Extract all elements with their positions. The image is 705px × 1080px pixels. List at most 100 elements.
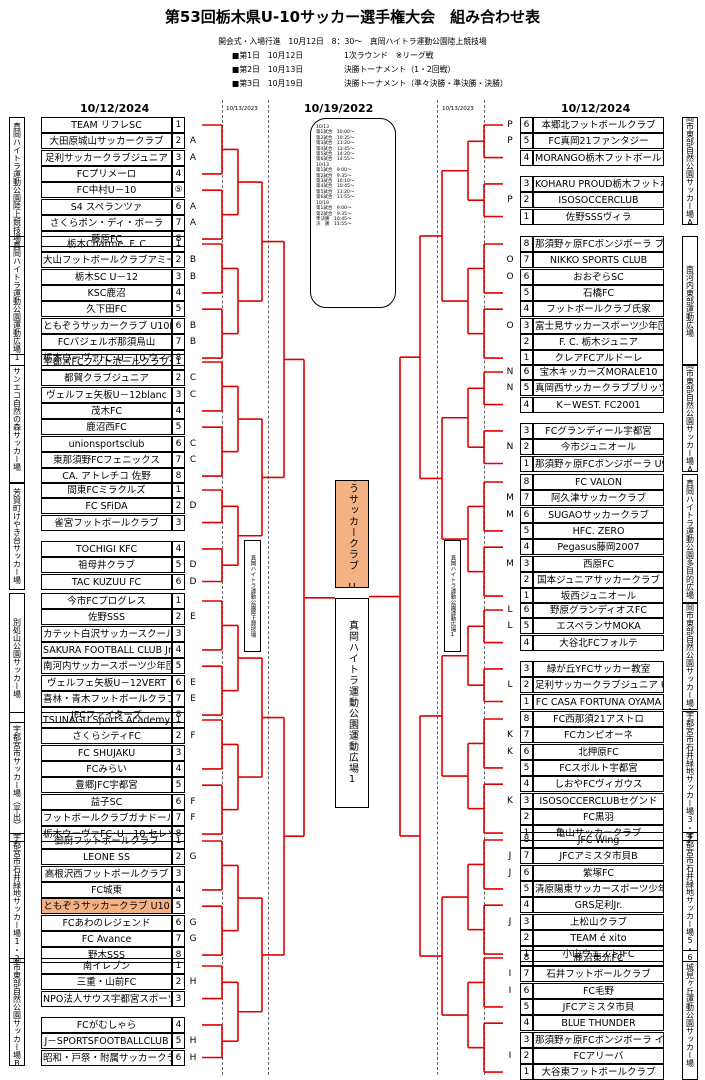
venue-label: 真岡ハイトラ運動公園運動広場1 (9, 236, 25, 367)
group-letter: B (189, 336, 197, 347)
match-time-line: 第2試合 9:35～ (316, 173, 352, 179)
team-name: ヴェルフェ矢板U－12blanc (41, 386, 172, 403)
group-letter: F (190, 812, 196, 823)
group-letter: I (508, 969, 512, 980)
schedule-label-1: ■第1日 10月12日 (232, 51, 304, 60)
team-number: 3 (172, 514, 185, 531)
team-number: 6 (172, 914, 185, 931)
venue-label: 真岡ハイトラ運動公園多目的広場 (682, 474, 698, 605)
team-name: NIKKO SPORTS CLUB (533, 252, 664, 269)
team-number: 1 (520, 1064, 533, 1080)
team-number: 4 (520, 634, 533, 651)
team-number: 4 (520, 1015, 533, 1032)
team-name: FC SHUJAKU (41, 744, 172, 761)
team-number: 5 (172, 419, 185, 436)
venue-label: 真岡市東部自然公園サッカー場AA (682, 364, 698, 472)
team-name: TAC KUZUU FC (41, 573, 172, 590)
team-number: 2 (172, 728, 185, 745)
group-letter: N (506, 442, 514, 453)
team-name: FC VALON (533, 474, 664, 490)
group-letter: N (506, 383, 514, 394)
group-letter: P (507, 195, 513, 206)
group-letter: P (507, 136, 513, 147)
left-day2-venue: 真岡ハイトラ運動公園陸上競技場 (244, 540, 261, 652)
team-name: 久下田FC (41, 301, 172, 318)
team-number: 2 (520, 571, 533, 588)
team-name: ともぞうサッカークラブ U10 (41, 898, 172, 915)
team-number: 3 (172, 268, 185, 285)
team-name: KSC鹿沼 (41, 284, 172, 301)
right-date: 10/12/2024 (561, 102, 631, 115)
group-letter: I (508, 985, 512, 996)
group-letter: M (506, 509, 514, 520)
team-name: HFC. ZERO (533, 522, 664, 539)
team-number: 4 (520, 149, 533, 166)
champion-box: ともぞうサッカークラブ U10 (335, 480, 369, 588)
team-name: LEONE SS (41, 849, 172, 866)
group-letter: J (508, 851, 512, 862)
group-letter: L (507, 605, 513, 615)
team-name: 宝木キッカーズMORALE10 (533, 364, 664, 380)
team-number: 5 (520, 618, 533, 635)
team-number: 7 (172, 214, 185, 231)
match-time-line: 第5試合 11:20～ (316, 189, 355, 195)
team-name: クレアFCアルドーレ (533, 350, 664, 367)
team-number: 2 (172, 370, 185, 387)
group-letter: L (507, 680, 513, 691)
team-name: TEAM リフレSC (41, 117, 172, 133)
team-name: 北押原FC (533, 743, 664, 760)
team-name: 栃木Charme. F. C (41, 236, 172, 252)
team-name: 茂木FC (41, 402, 172, 419)
team-number: 8 (172, 947, 185, 964)
venue-label: 宇都宮市石井緑地サッカー場5・6 (682, 832, 698, 963)
team-name: BLUE THUNDER (533, 1015, 664, 1032)
team-number: 6 (172, 435, 185, 452)
team-name: FC Avance (41, 930, 172, 947)
team-number: 5 (520, 380, 533, 397)
team-number: 4 (520, 897, 533, 914)
team-name: 祖母井クラブ (41, 557, 172, 574)
schedule-label-3: ■第3日 10月19日 (232, 79, 304, 88)
opening-ceremony-note: 開会式・入場行進 10月12日 8：30～ 真岡ハイトラ運動公園陸上競技場 (218, 37, 487, 46)
match-time-line: 第2試合 10:35～ (316, 135, 355, 141)
team-name: 今市FCプログレス (41, 593, 172, 609)
team-number: 7 (172, 809, 185, 826)
group-letter: F (190, 796, 196, 807)
team-number: 2 (520, 808, 533, 825)
match-time-line: 10/19 (316, 200, 329, 206)
team-name: 真岡西サッカークラブブリッツ (533, 380, 664, 397)
team-name: ISOSOCCERCLUBセグンド (533, 792, 664, 809)
team-number: 1 (172, 593, 185, 609)
team-name: FCあわのレジェンド (41, 914, 172, 931)
team-name: K－WEST. FC2001 (533, 396, 664, 413)
team-number: 6 (172, 573, 185, 590)
team-number: 6 (520, 268, 533, 285)
team-name: 間東FCミラクルズ (41, 482, 172, 498)
team-number: 6 (520, 602, 533, 618)
team-number: 6 (172, 317, 185, 334)
team-name: 今市ジュニオール (533, 439, 664, 456)
group-letter: B (189, 271, 197, 282)
team-number: 3 (172, 149, 185, 166)
team-number: 4 (172, 881, 185, 898)
team-number: 2 (172, 849, 185, 866)
venue-label: サンエコ自然の森サッカー場 (9, 354, 25, 485)
match-time-line: 第3試合 10:10～ (316, 179, 355, 185)
match-time-line: 10/13 (316, 162, 329, 168)
team-number: 6 (172, 674, 185, 691)
team-number: 5 (520, 880, 533, 897)
venue-label: 真岡ハイトラ運動公園陸上競技場 (9, 117, 25, 248)
team-name: J－SPORTSFOOTBALLCLUB (41, 1033, 172, 1050)
team-number: 2 (172, 252, 185, 269)
group-letter: B (189, 255, 197, 266)
team-number: 1 (172, 236, 185, 252)
match-time-line: 第6試合 14:55～ (316, 157, 355, 163)
team-name: 那須野ヶ原FCボンジボーラ ブルー (533, 236, 664, 252)
team-name: FC真岡21ファンタジー (533, 133, 664, 150)
divider-left-day2 (222, 100, 223, 1075)
team-number: 1 (520, 455, 533, 472)
team-number: 4 (172, 284, 185, 301)
team-name: 鹿沼西FC (41, 419, 172, 436)
team-number: 4 (520, 776, 533, 793)
